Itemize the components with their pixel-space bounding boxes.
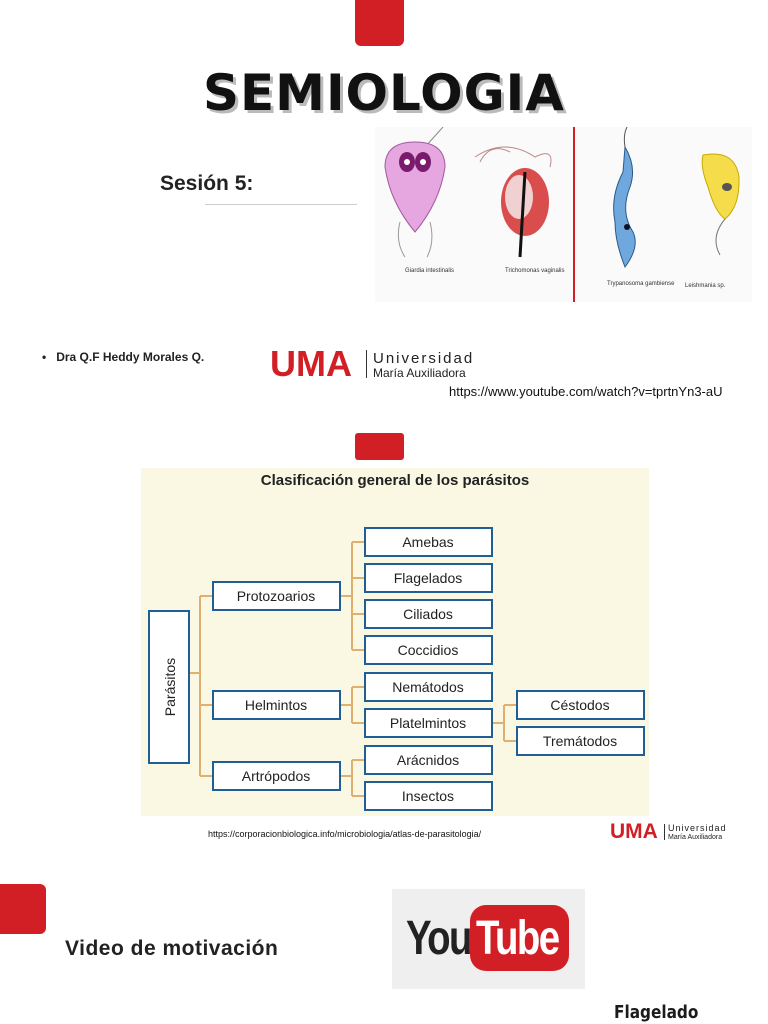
trichomonas-figure	[474, 146, 552, 258]
label-leishmania: Leishmania sp.	[685, 283, 726, 289]
group-label-helmintos: Helmintos	[245, 697, 307, 713]
uma-logo-large: UMA Universidad María Auxiliadora	[270, 345, 500, 383]
parasites-svg: Giardia intestinalis Trichomonas vaginal…	[384, 126, 740, 302]
uma-logo-separator	[366, 350, 367, 378]
label-trichomonas: Trichomonas vaginalis	[505, 268, 564, 274]
uma-logo-mark: UMA	[270, 343, 352, 384]
uma-logo-small-line1: Universidad	[668, 823, 727, 833]
youtube-link[interactable]: https://www.youtube.com/watch?v=tprtnYn3…	[449, 384, 723, 399]
uma-logo-small-mark: UMA	[610, 820, 658, 843]
label-giardia: Giardia intestinalis	[405, 268, 454, 274]
uma-logo-line2: María Auxiliadora	[373, 366, 466, 380]
item-amebas: Amebas	[402, 534, 453, 550]
atlas-link[interactable]: https://corporacionbiologica.info/microb…	[208, 829, 482, 839]
author-name: Dra Q.F Heddy Morales Q.	[56, 350, 205, 364]
uma-logo-small: UMA Universidad María Auxiliadora	[610, 820, 745, 844]
youtube-logo-tube-bg	[470, 905, 569, 971]
bottom-red-tab	[0, 884, 46, 934]
classification-svg: Clasificación general de los parásitos P…	[148, 472, 645, 811]
item-coccidios: Coccidios	[398, 642, 459, 658]
group-label-protozoarios: Protozoarios	[237, 588, 316, 604]
item-nematodos: Nemátodos	[392, 679, 464, 695]
session-label: Sesión 5:	[160, 172, 254, 195]
group-box-protozoarios	[212, 581, 341, 611]
label-trypanosoma: Trypanosoma gambiense	[607, 281, 675, 287]
sub-cestodos: Céstodos	[550, 697, 609, 713]
classification-diagram: Clasificación general de los parásitos P…	[141, 468, 649, 816]
leishmania-figure	[701, 153, 740, 256]
group-label-artropodos: Artrópodos	[242, 768, 310, 784]
group-box-artropodos	[212, 761, 341, 791]
item-flagelados: Flagelados	[394, 570, 463, 586]
uma-logo-line1: Universidad	[373, 350, 475, 367]
bullet-dot: •	[42, 350, 57, 364]
item-aracnidos: Arácnidos	[397, 752, 459, 768]
item-insectos: Insectos	[402, 788, 454, 804]
uma-logo-small-separator	[664, 824, 665, 840]
top-red-tab	[355, 0, 404, 46]
root-label: Parásitos	[162, 658, 178, 716]
parasites-illustration: Giardia intestinalis Trichomonas vaginal…	[375, 126, 752, 302]
diagram-title: Clasificación general de los parásitos	[261, 472, 529, 489]
item-boxes	[364, 527, 493, 811]
youtube-logo-you: You	[406, 912, 472, 965]
sub-box-trematodos	[516, 726, 645, 756]
middle-red-tab	[355, 433, 404, 460]
flagelado-label: Flagelado	[614, 1002, 699, 1023]
giardia-figure	[384, 126, 446, 258]
item-platelmintos: Platelmintos	[390, 715, 466, 731]
page-title: SEMIOLOGIA	[203, 64, 565, 122]
trypanosoma-figure	[613, 126, 636, 269]
root-box	[148, 610, 190, 764]
group-box-helmintos	[212, 690, 341, 720]
uma-logo-small-line2: María Auxiliadora	[668, 834, 723, 841]
youtube-logo[interactable]: You Tube	[392, 889, 585, 989]
sub-box-cestodos	[516, 690, 645, 720]
sub-trematodos: Tremátodos	[543, 733, 617, 749]
author-bullet: • Dra Q.F Heddy Morales Q.	[42, 350, 204, 364]
item-ciliados: Ciliados	[403, 606, 453, 622]
connectors	[189, 541, 517, 797]
session-underline	[205, 204, 357, 205]
youtube-logo-tube: Tube	[476, 912, 560, 965]
video-motivation-label: Video de motivación	[65, 937, 279, 960]
